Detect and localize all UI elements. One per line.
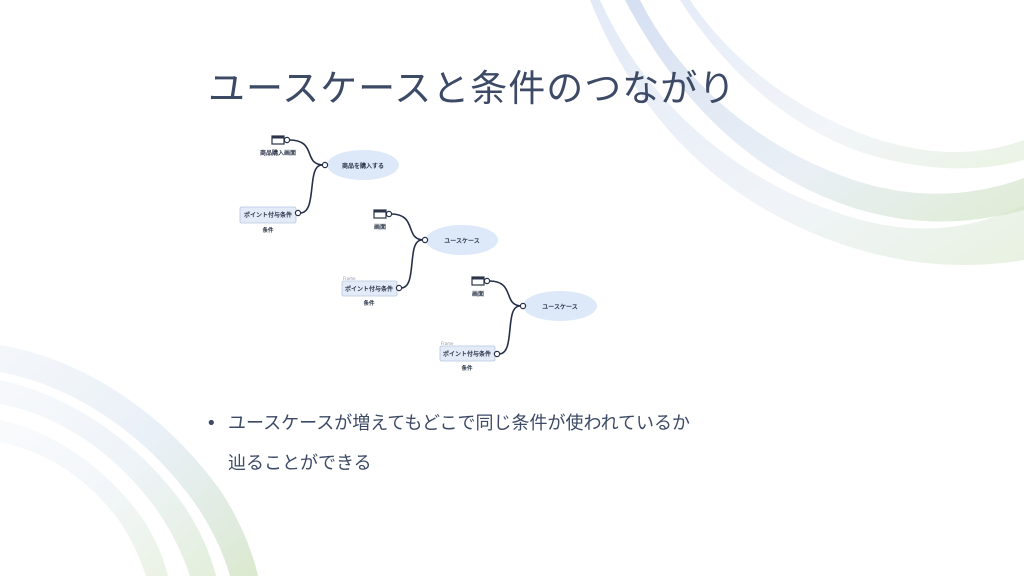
usecase-node[interactable] [327, 150, 399, 180]
usecase-label: ユースケース [542, 304, 577, 311]
frame-tag: Frame [441, 341, 454, 346]
diagram-cluster-3: 画面 ユースケース Frame ポイント付与条件 条件 [439, 276, 597, 372]
connector-line [498, 305, 521, 355]
bullet-text-line-2: 辿ることができる [228, 453, 372, 474]
condition-caption: 条件 [362, 299, 375, 307]
condition-box-label: ポイント付与条件 [345, 285, 393, 293]
condition-box-label: ポイント付与条件 [443, 350, 491, 358]
bullet-text-line-1: ユースケースが増えてもどこで同じ条件が使われているか [228, 413, 691, 434]
diagram-cluster-1: 商品購入画面 商品を購入する ポイント付与条件 条件 [239, 135, 399, 234]
frame-tag: Frame [343, 276, 356, 281]
usecase-label: 商品を購入する [342, 162, 384, 170]
screen-label: 画面 [374, 223, 386, 231]
screen-label: 画面 [472, 290, 484, 298]
connector-line [299, 164, 323, 214]
connector-line [488, 280, 523, 307]
usecase-label: ユースケース [444, 238, 479, 245]
connector-line [390, 213, 425, 241]
connector-line [288, 139, 325, 166]
bullet-dot: • [206, 413, 217, 434]
condition-caption: 条件 [460, 364, 473, 372]
diagram-cluster-2: 画面 ユースケース Frame ポイント付与条件 条件 [341, 209, 498, 307]
connector-line [400, 239, 423, 289]
screen-label: 商品購入画面 [260, 149, 296, 157]
usecase-node[interactable] [426, 225, 498, 255]
condition-caption: 条件 [261, 226, 274, 234]
slide-title: ユースケースと条件のつながり [208, 67, 737, 110]
usecase-node[interactable] [523, 291, 597, 321]
condition-box-label: ポイント付与条件 [244, 211, 292, 219]
